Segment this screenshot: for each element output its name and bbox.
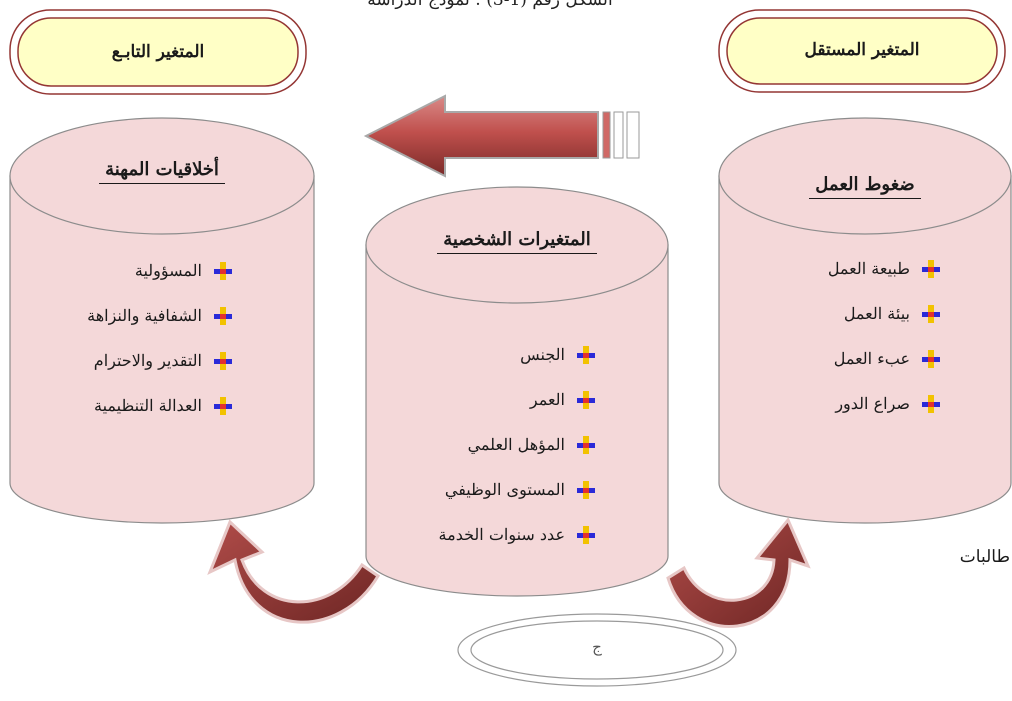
personal-cylinder	[365, 186, 669, 597]
list-item: عدد سنوات الخدمة	[420, 512, 595, 557]
independent-title: ضغوط العمل	[745, 174, 985, 199]
independent-items: طبيعة العمل بيئة العمل عبء العمل صراع ال…	[780, 246, 940, 426]
bullet-icon	[577, 525, 595, 544]
curved-arrow-left	[207, 519, 381, 624]
page-number-ellipses	[457, 613, 737, 687]
bullet-icon	[577, 390, 595, 409]
dependent-variable-label: المتغير التابـع	[111, 42, 205, 62]
independent-title-text: ضغوط العمل	[809, 174, 921, 199]
page-number: ج	[592, 638, 602, 656]
list-item: طبيعة العمل	[780, 246, 940, 291]
independent-label-box	[718, 9, 1006, 93]
bullet-icon	[214, 351, 232, 370]
dependent-label-box	[9, 9, 307, 95]
bullet-icon	[922, 259, 940, 278]
side-text: طالبات	[959, 547, 1010, 567]
bullet-icon	[577, 345, 595, 364]
list-item: المستوى الوظيفي	[420, 467, 595, 512]
bullet-icon	[922, 349, 940, 368]
bullet-icon	[922, 304, 940, 323]
independent-variable-label: المتغير المستقل	[804, 40, 920, 60]
list-item: العمر	[420, 377, 595, 422]
list-item: صراع الدور	[780, 381, 940, 426]
list-item: بيئة العمل	[780, 291, 940, 336]
list-item: عبء العمل	[780, 336, 940, 381]
dependent-title: أخلاقيات المهنة	[42, 159, 282, 184]
list-item: الجنس	[420, 332, 595, 377]
bullet-icon	[214, 396, 232, 415]
dependent-cylinder	[9, 117, 315, 524]
dependent-title-text: أخلاقيات المهنة	[99, 159, 225, 184]
list-item: الشفافية والنزاهة	[62, 293, 232, 338]
bullet-icon	[577, 480, 595, 499]
bullet-icon	[577, 435, 595, 454]
personal-title-text: المتغيرات الشخصية	[437, 229, 597, 254]
list-item: المؤهل العلمي	[420, 422, 595, 467]
main-arrow	[363, 94, 640, 178]
independent-cylinder	[718, 117, 1012, 524]
bullet-icon	[214, 261, 232, 280]
list-item: العدالة التنظيمية	[62, 383, 232, 428]
curved-arrow-right	[666, 517, 811, 628]
list-item: المسؤولية	[62, 248, 232, 293]
list-item: التقدير والاحترام	[62, 338, 232, 383]
personal-items: الجنس العمر المؤهل العلمي المستوى الوظيف…	[420, 332, 595, 557]
personal-title: المتغيرات الشخصية	[397, 229, 637, 254]
dependent-items: المسؤولية الشفافية والنزاهة التقدير والا…	[62, 248, 232, 428]
bullet-icon	[214, 306, 232, 325]
bullet-icon	[922, 394, 940, 413]
figure-caption: الشكل رقم (1-3) : نموذج الدراسة	[367, 0, 613, 10]
